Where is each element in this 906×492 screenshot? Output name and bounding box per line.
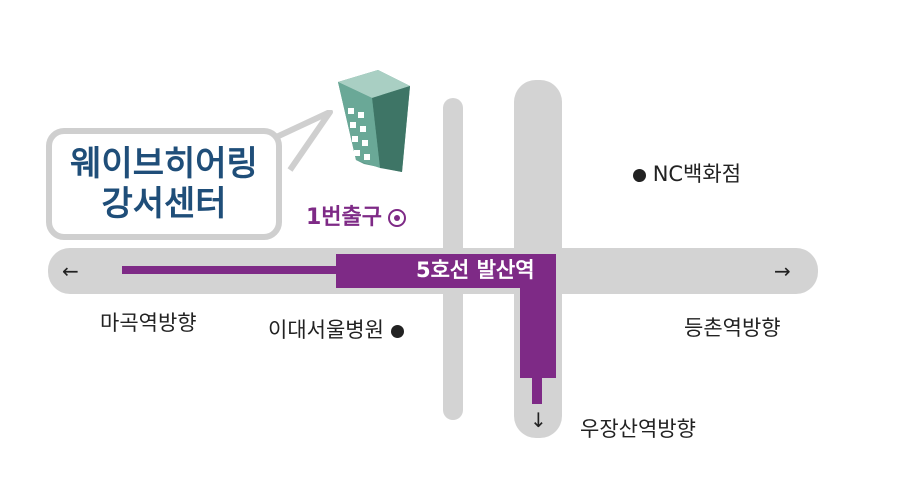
exit-label: 1번출구 bbox=[306, 205, 383, 230]
metro-line-vertical bbox=[520, 254, 556, 378]
direction-south: 우장산역방향 bbox=[580, 417, 696, 441]
metro-line-tail bbox=[532, 376, 542, 404]
direction-east: 등촌역방향 bbox=[684, 316, 781, 340]
station-label: 5호선 발산역 bbox=[416, 258, 535, 282]
dot-icon bbox=[633, 168, 646, 182]
metro-line-station bbox=[336, 254, 556, 288]
destination-name-line1: 웨이브히어링 bbox=[70, 144, 258, 184]
destination-callout: 웨이브히어링 강서센터 bbox=[46, 128, 282, 240]
dot-icon bbox=[390, 324, 404, 338]
exit-marker-icon bbox=[388, 209, 407, 227]
landmark-nc-label: NC백화점 bbox=[652, 162, 742, 186]
east-arrow-icon: → bbox=[774, 259, 791, 283]
callout-tail bbox=[268, 110, 333, 172]
landmark-nc: NC백화점 bbox=[633, 164, 741, 185]
building-icon bbox=[338, 70, 410, 172]
landmark-hospital: 이대서울병원 bbox=[268, 320, 404, 341]
south-arrow-icon: ↓ bbox=[530, 408, 547, 432]
direction-west: 마곡역방향 bbox=[100, 311, 197, 335]
exit-label-group: 1번출구 bbox=[306, 205, 407, 230]
destination-name-line2: 강서센터 bbox=[101, 184, 227, 224]
west-arrow-icon: ← bbox=[62, 259, 79, 283]
landmark-hospital-label: 이대서울병원 bbox=[268, 318, 384, 342]
metro-line-thin bbox=[122, 266, 338, 274]
